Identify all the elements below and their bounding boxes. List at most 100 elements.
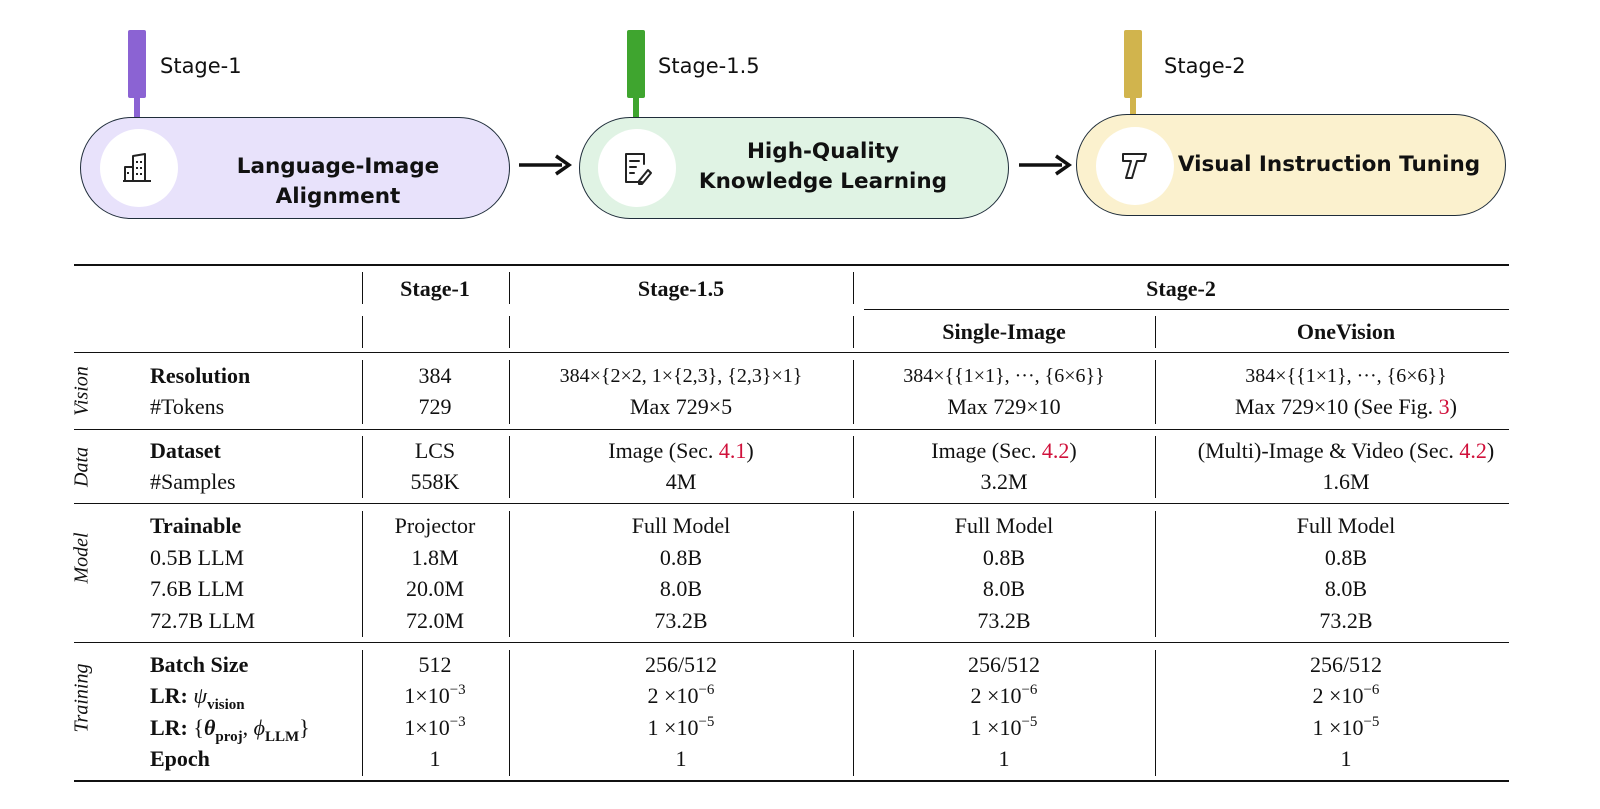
cell: 3.2M [980,469,1028,494]
stage-2-flag-pole [1130,96,1136,130]
cell-text: Max 729×10 (See Fig. [1235,394,1439,419]
cell: 1.6M [1322,469,1370,494]
section-label-vision: Vision [70,366,93,416]
row-label-epoch: Epoch [150,746,210,771]
stage2-cmidrule [864,309,1509,310]
vrule [362,436,363,498]
cell: 384×{{1×1}, ···, {6×6}} [1245,365,1447,387]
cell: 256/512 [967,652,1041,677]
vrule [362,360,363,424]
col-header-single-image: Single-Image [942,319,1066,344]
cell-lr-vision-onevision: 2 ×10−6 [1312,682,1380,709]
theta-symbol: θ [203,715,216,740]
cell-lr-vision-single-image: 2 ×10−6 [970,682,1038,709]
vrule [509,511,510,637]
vrule [1155,316,1156,348]
training-stages-diagram: Stage-1 Language-Image Alignment Stage-1… [0,0,1600,240]
stage-15-title: High-Quality Knowledge Learning [698,139,948,194]
data-bottom-rule [74,503,1509,504]
header-bottom-rule [74,352,1509,353]
section-ref-link[interactable]: 4.1 [718,438,747,463]
stage-1-icon-circle [100,129,178,207]
cell-text: ) [1449,394,1457,419]
theta-subscript: proj [215,729,243,745]
cell: 73.2B [977,608,1031,633]
cell: 8.0B [982,576,1026,601]
cell: Full Model [1296,513,1396,538]
stage-15-icon-circle [598,129,676,207]
row-label-samples: #Samples [150,469,236,494]
cell: Full Model [631,513,731,538]
section-ref-link[interactable]: 4.2 [1041,438,1070,463]
stage-15-flag [627,30,645,98]
vrule [362,650,363,776]
col-header-onevision: OneVision [1296,319,1396,344]
cell-text: ) [1486,438,1495,463]
cell: 729 [418,394,452,419]
vrule [509,272,510,304]
cell-tokens-onevision: Max 729×10 (See Fig. 3) [1235,394,1457,420]
cell-text: Image (Sec. [931,438,1042,463]
vrule [853,650,854,776]
vrule [362,511,363,637]
vrule [853,272,854,304]
vrule [362,316,363,348]
section-label-data: Data [70,447,93,487]
vrule [1155,511,1156,637]
cell-lr-vision-stage1: 1×10−3 [404,682,466,709]
cell: 512 [418,652,452,677]
cell: Full Model [954,513,1054,538]
model-bottom-rule [74,642,1509,643]
cell-dataset-single-image: Image (Sec. 4.2) [931,438,1076,464]
cell: 4M [665,469,697,494]
section-ref-link[interactable]: 4.2 [1459,438,1487,463]
col-header-stage-2: Stage-2 [1146,276,1216,301]
cell: 256/512 [1309,652,1383,677]
vrule [1155,436,1156,498]
vrule [1155,360,1156,424]
arrow-stage1-to-stage15 [519,154,572,176]
stage-2-flag [1124,30,1142,98]
cell: 1 [998,746,1010,771]
cell: LCS [414,438,456,463]
cell: 1 [1340,746,1352,771]
row-label-tokens: #Tokens [150,394,225,419]
text-tool-icon [1122,153,1147,179]
figure-ref-link[interactable]: 3 [1438,394,1450,419]
stage-1-tag: Stage-1 [160,54,242,78]
stage-15-tag: Stage-1.5 [658,54,760,78]
cell: 73.2B [1319,608,1373,633]
cell-lr-proj-stage1: 1×10−3 [404,714,466,741]
row-label-llm-76b: 7.6B LLM [150,576,245,601]
vrule [853,436,854,498]
cell: 558K [410,469,460,494]
vrule [853,511,854,637]
vrule [853,316,854,348]
stage-2-tag: Stage-2 [1164,54,1246,78]
row-label-batch-size: Batch Size [150,652,249,677]
cell-text: Image (Sec. [608,438,719,463]
table-top-rule [74,264,1509,266]
vision-bottom-rule [74,429,1509,430]
vrule [1155,650,1156,776]
vrule [509,436,510,498]
phi-subscript: LLM [265,729,300,745]
vrule [853,360,854,424]
col-header-stage-15: Stage-1.5 [637,276,725,301]
cell: 384×{2×2, 1×{2,3}, {2,3}×1} [559,365,803,387]
row-label-llm-05b: 0.5B LLM [150,545,245,570]
cell: Max 729×10 [947,394,1061,419]
cell: 8.0B [659,576,703,601]
row-label-dataset: Dataset [150,438,221,463]
cell-dataset-stage15: Image (Sec. 4.1) [608,438,753,464]
vrule [362,272,363,304]
phi-symbol: ϕ [253,715,265,740]
cell: 0.8B [1324,545,1368,570]
cell: 256/512 [644,652,718,677]
cell: Max 729×5 [629,394,733,419]
cell-dataset-onevision: (Multi)-Image & Video (Sec. 4.2) [1198,438,1494,464]
cell-lr-proj-onevision: 1 ×10−5 [1312,714,1380,741]
cell: 1 [675,746,687,771]
cell: 384×{{1×1}, ···, {6×6}} [903,365,1105,387]
building-icon [123,153,151,182]
